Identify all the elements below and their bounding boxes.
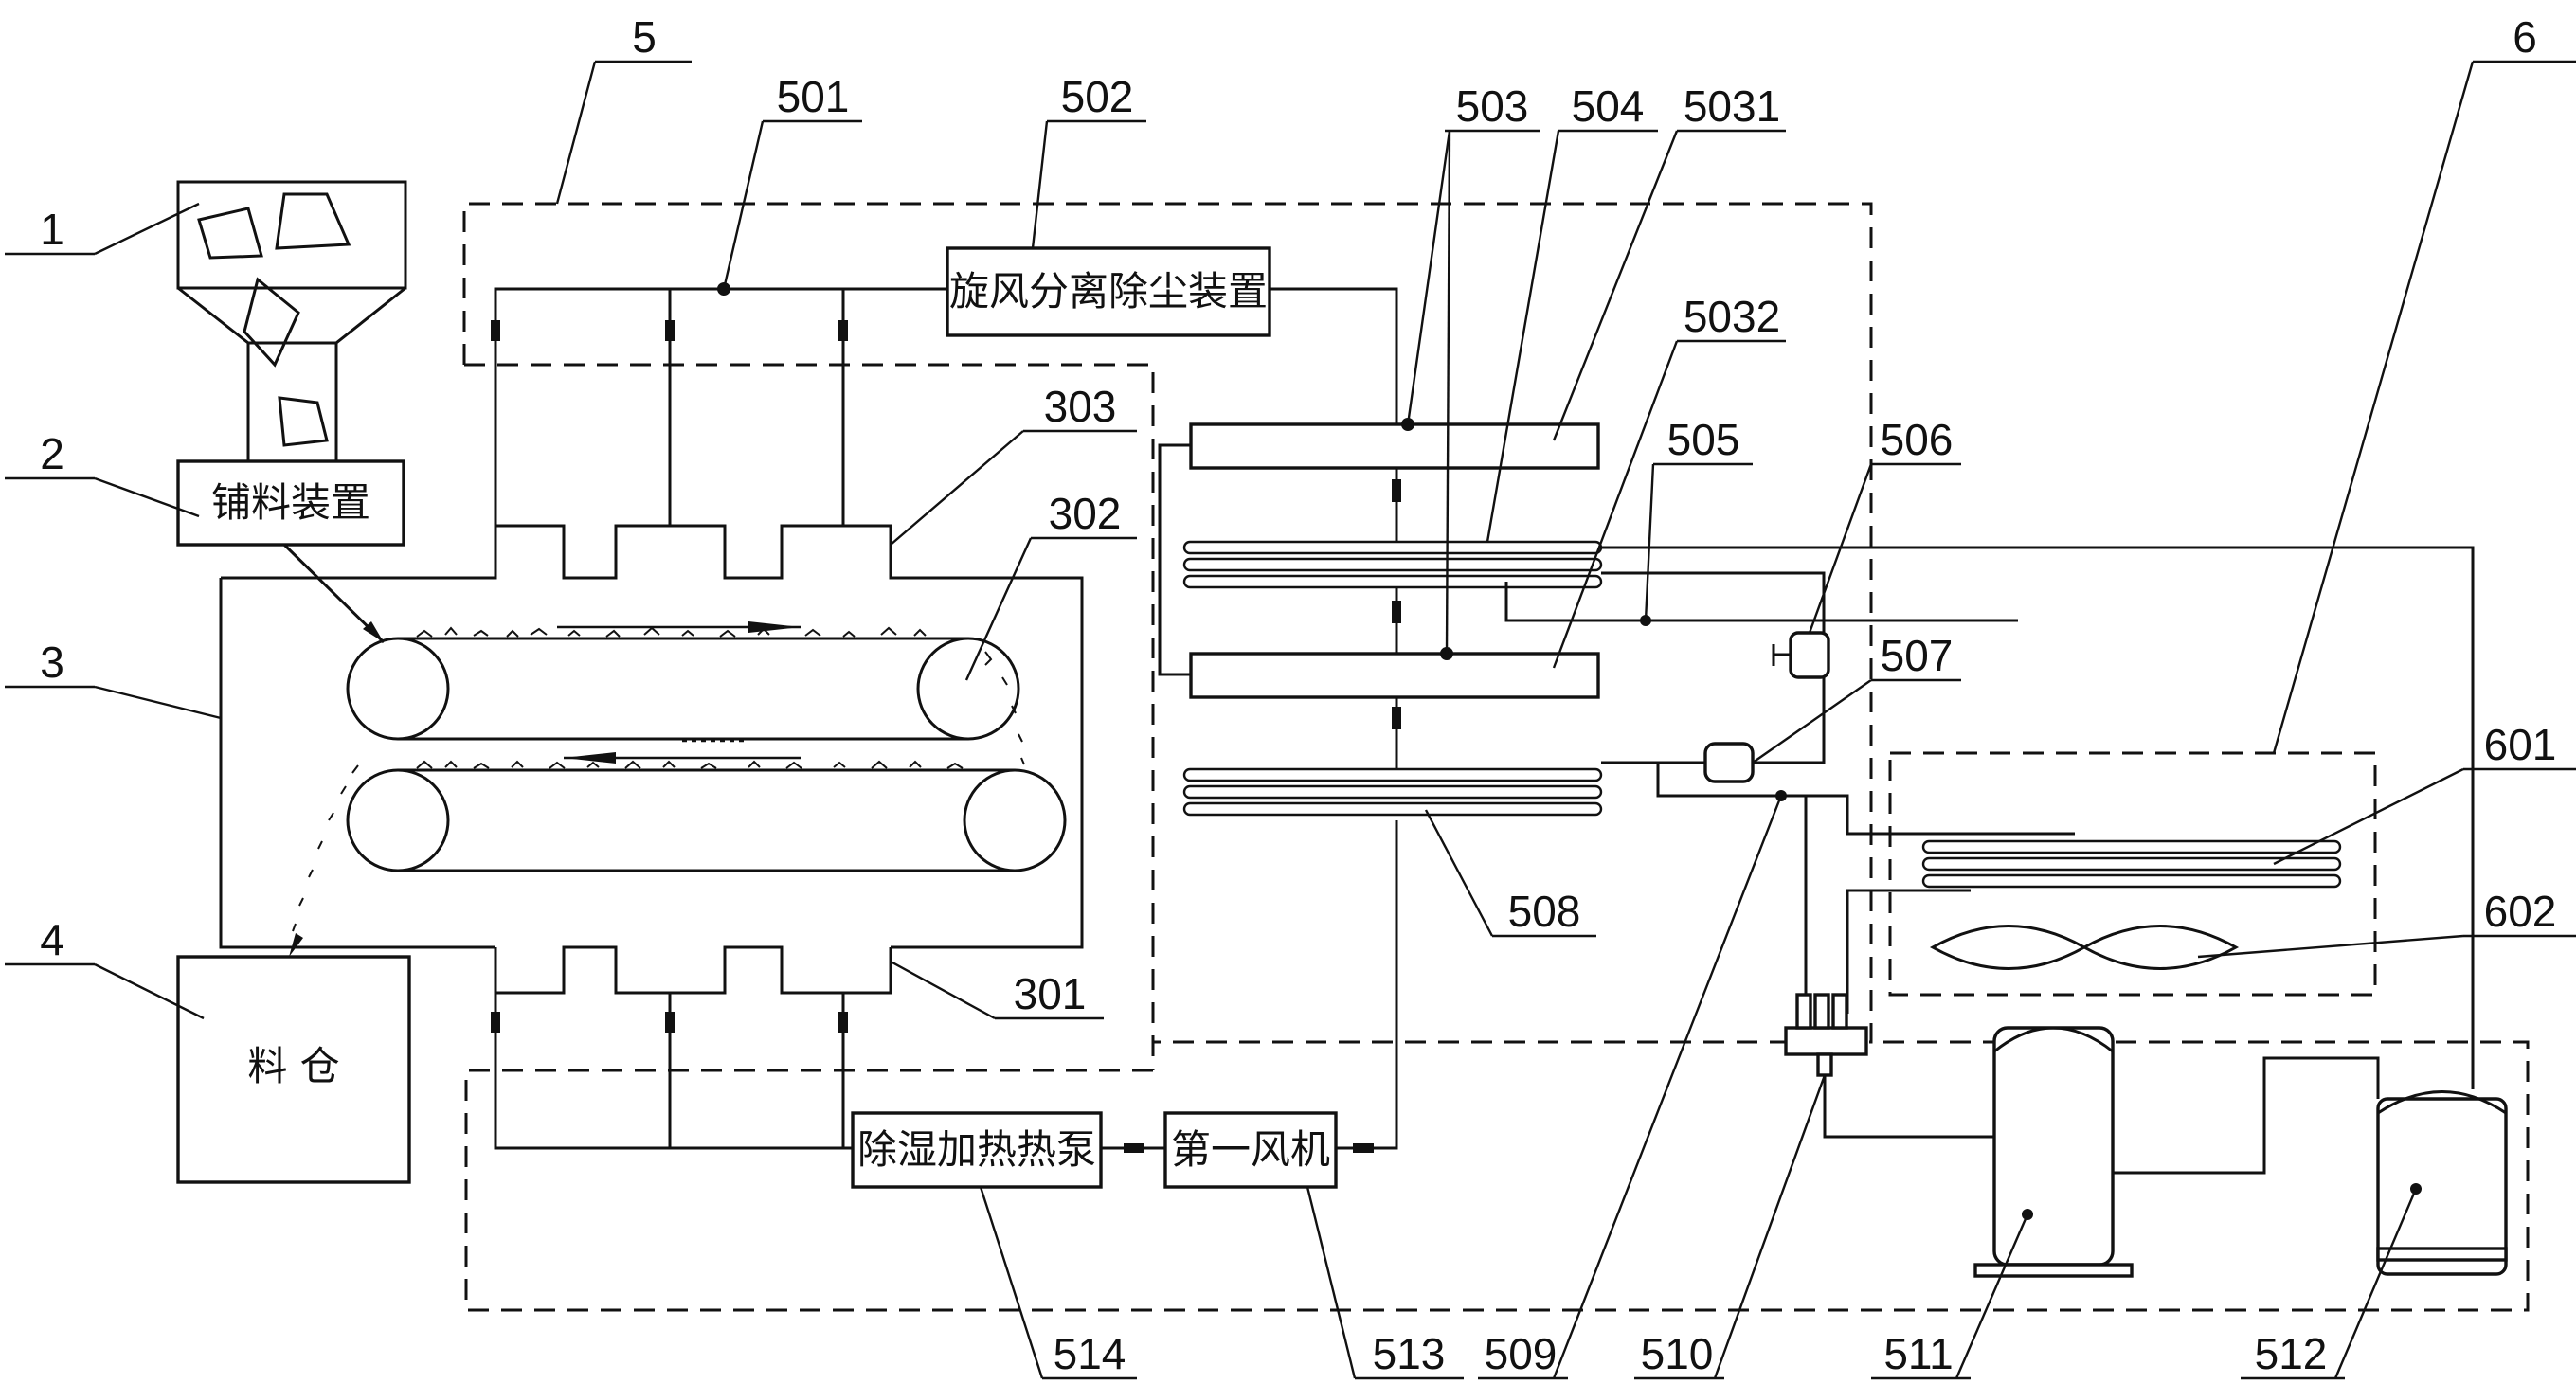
supply-manifold <box>491 993 853 1150</box>
number-labels: 1 2 3 4 5 6 501 502 503 504 5031 5032 30… <box>40 12 2556 1378</box>
system-5-boundary-lower <box>464 1040 2530 1312</box>
material-particles <box>292 626 1025 932</box>
label-513: 513 <box>1373 1329 1446 1378</box>
four-way-valve-510 <box>1784 993 1868 1077</box>
coil-508 <box>1182 767 1603 817</box>
label-511: 511 <box>1883 1329 1953 1378</box>
label-4: 4 <box>40 915 64 964</box>
outdoor-unit-6-boundary <box>1888 751 2377 997</box>
accumulator-512 <box>2376 1090 2508 1276</box>
spreader-label: 铺料装置 <box>211 479 370 526</box>
cyclone-dust-separator: 旋风分离除尘装置 <box>946 246 1271 337</box>
drying-chamber <box>219 524 1084 995</box>
first-fan: 第一风机 <box>1163 1111 1338 1189</box>
label-302: 302 <box>1049 489 1122 538</box>
fan-602 <box>1929 925 2240 970</box>
label-508: 508 <box>1508 887 1581 936</box>
label-514: 514 <box>1054 1329 1126 1378</box>
label-502: 502 <box>1061 72 1134 121</box>
label-507: 507 <box>1881 631 1954 680</box>
label-504: 504 <box>1572 81 1645 131</box>
label-509: 509 <box>1485 1329 1558 1378</box>
exhaust-manifold <box>491 282 947 526</box>
label-301: 301 <box>1014 969 1087 1018</box>
label-5: 5 <box>632 12 657 62</box>
label-601: 601 <box>2484 720 2557 769</box>
spreader-device: 铺料装置 <box>176 459 405 547</box>
label-303: 303 <box>1044 382 1117 431</box>
label-5031: 5031 <box>1684 81 1780 131</box>
fan-label: 第一风机 <box>1171 1126 1330 1173</box>
bin-label: 料 仓 <box>247 1043 339 1089</box>
conveyor-upper <box>346 637 1020 741</box>
material-bin: 料 仓 <box>176 955 411 1184</box>
compressor-511 <box>1973 1026 2134 1278</box>
feed-hopper <box>176 180 407 463</box>
conveyor-lower <box>346 768 1067 872</box>
label-510: 510 <box>1641 1329 1714 1378</box>
label-6: 6 <box>2513 12 2537 62</box>
label-5032: 5032 <box>1684 292 1780 341</box>
label-506: 506 <box>1881 415 1954 464</box>
expansion-valve-506 <box>1772 631 1830 679</box>
label-505: 505 <box>1667 415 1740 464</box>
cyclone-label: 旋风分离除尘装置 <box>949 268 1268 315</box>
heat-exchanger <box>1158 418 1600 699</box>
label-512: 512 <box>2255 1329 2328 1378</box>
receiver-507 <box>1703 742 1755 783</box>
label-501: 501 <box>777 72 850 121</box>
outdoor-coil-601 <box>1921 839 2342 889</box>
refrigerant-piping <box>1504 546 2475 1175</box>
dehumidify-heat-pump: 除湿加热热泵 <box>851 1111 1103 1189</box>
label-503: 503 <box>1456 81 1529 131</box>
label-3: 3 <box>40 638 64 687</box>
coil-5031 <box>1182 540 1603 589</box>
leader-lines <box>5 60 2576 1380</box>
label-2: 2 <box>40 429 64 478</box>
heat-pump-label: 除湿加热热泵 <box>857 1126 1096 1173</box>
label-602: 602 <box>2484 887 2557 936</box>
system-5-boundary-upper <box>462 202 1873 1044</box>
label-1: 1 <box>40 205 64 254</box>
